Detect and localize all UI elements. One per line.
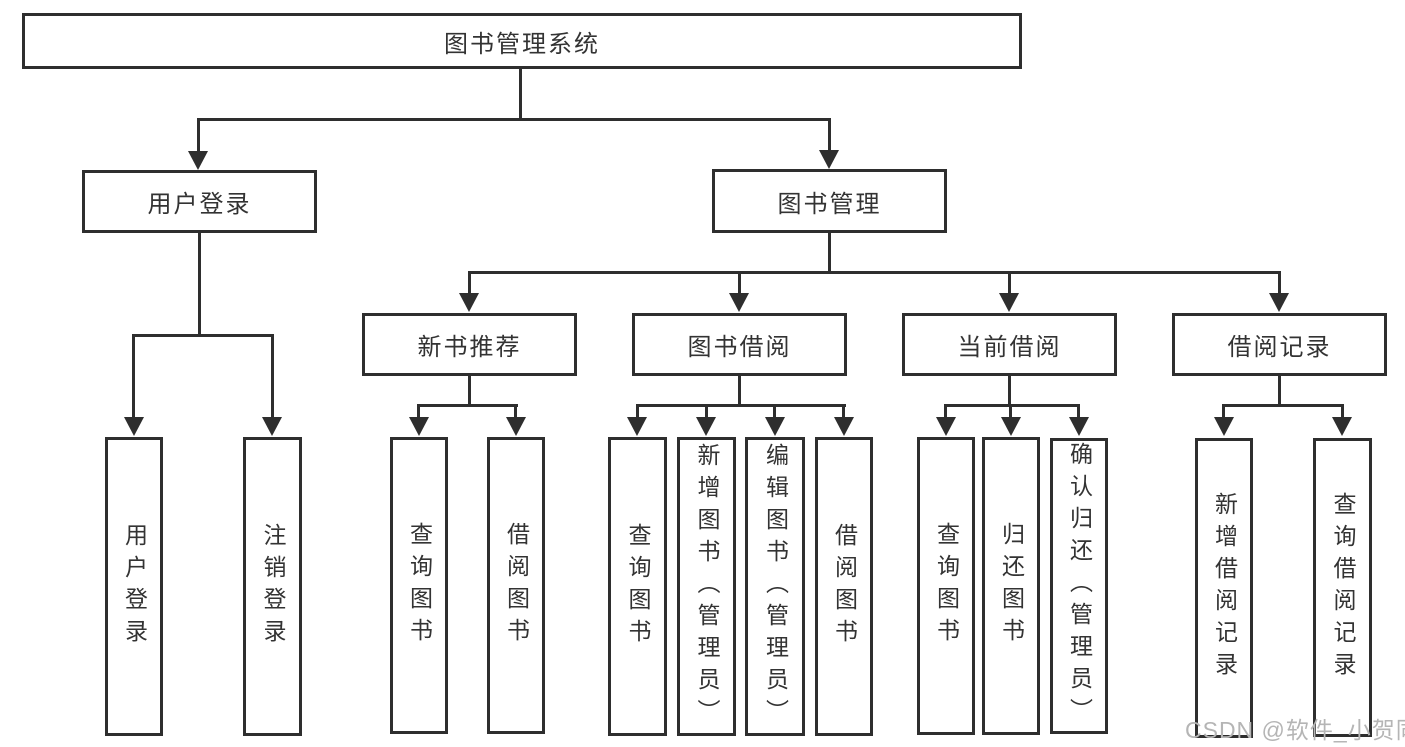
arrowhead-br-add [1214,417,1234,436]
connector-book-borrow-stub-2 [705,404,708,418]
arrowhead-br-query [1332,417,1352,436]
arrowhead-to-book-borrow [729,293,749,312]
connector-book-mgmt-stub-1 [468,271,471,294]
leaf-cb-confirm-return-admin-label: 确认归还（管理员） [1066,442,1093,730]
leaf-bb-borrow-books: 借阅图书 [815,437,873,736]
leaf-logout-label: 注销登录 [260,522,286,651]
arrowhead-cb-return [1001,417,1021,436]
node-current-borrow-label: 当前借阅 [957,334,1062,361]
node-book-borrow: 图书借阅 [632,313,847,376]
arrowhead-to-logout-leaf [262,417,282,436]
connector-book-mgmt-stub-4 [1278,271,1281,294]
node-new-book-recommend-label: 新书推荐 [417,334,522,361]
leaf-bb-add-books-admin-label: 新增图书（管理员） [694,442,720,731]
arrowhead-bb-add [696,417,716,436]
node-user-login-label: 用户登录 [147,191,252,218]
connector-root-stub-right [828,118,831,153]
node-current-borrow: 当前借阅 [902,313,1117,376]
arrowhead-cb-query [936,417,956,436]
connector-new-book-rail [417,404,518,407]
connector-user-login-stub-2 [271,334,274,418]
connector-book-borrow-stub-3 [773,404,776,418]
leaf-bb-query-books: 查询图书 [608,437,667,736]
node-book-management-label: 图书管理 [777,190,882,218]
arrowhead-nb-borrow [506,417,526,436]
connector-book-mgmt-stub-2 [738,271,741,294]
leaf-user-login: 用户登录 [105,437,163,736]
node-root: 图书管理系统 [22,13,1022,69]
leaf-nb-query-books: 查询图书 [390,437,448,734]
leaf-br-query-record-label: 查询借阅记录 [1330,491,1356,684]
connector-user-login-drop [198,233,201,336]
node-new-book-recommend: 新书推荐 [362,313,577,376]
connector-book-mgmt-drop [828,233,831,273]
connector-root-stub-left [197,118,200,154]
leaf-bb-edit-books-admin: 编辑图书（管理员） [745,437,805,736]
connector-borrow-records-drop [1278,376,1281,406]
connector-root-drop [519,69,522,120]
connector-root-rail [197,118,831,121]
connector-book-mgmt-rail [468,271,1281,274]
connector-new-book-stub-2 [514,404,517,418]
connector-book-borrow-stub-4 [842,404,845,418]
arrowhead-bb-borrow [834,417,854,436]
connector-current-borrow-drop [1008,376,1011,406]
connector-user-login-rail [132,334,274,337]
node-borrow-records: 借阅记录 [1172,313,1387,376]
arrowhead-cb-confirm [1069,417,1089,436]
leaf-cb-query-books-label: 查询图书 [933,522,960,650]
arrowhead-to-current-borrow [999,293,1019,312]
connector-new-book-drop [468,376,471,406]
leaf-cb-return-books-label: 归还图书 [998,522,1025,650]
leaf-user-login-label: 用户登录 [121,522,148,651]
node-root-label: 图书管理系统 [444,30,600,58]
leaf-br-query-record: 查询借阅记录 [1313,438,1372,737]
arrowhead-to-book-management [819,150,839,169]
arrowhead-nb-query [409,417,429,436]
connector-new-book-stub-1 [417,404,420,418]
node-book-borrow-label: 图书借阅 [687,334,792,361]
leaf-nb-borrow-books-label: 借阅图书 [503,521,530,650]
connector-current-borrow-stub-1 [944,404,947,418]
connector-book-borrow-stub-1 [636,404,639,418]
node-user-login: 用户登录 [82,170,317,233]
connector-borrow-records-stub-1 [1222,404,1225,418]
connector-borrow-records-stub-2 [1341,404,1344,418]
arrowhead-to-login-leaf [124,417,144,436]
leaf-bb-edit-books-admin-label: 编辑图书（管理员） [762,442,789,731]
leaf-br-add-record-label: 新增借阅记录 [1211,492,1238,684]
node-book-management: 图书管理 [712,169,947,233]
leaf-bb-borrow-books-label: 借阅图书 [831,522,858,651]
arrowhead-to-user-login [188,151,208,170]
connector-current-borrow-stub-2 [1009,404,1012,418]
leaf-nb-borrow-books: 借阅图书 [487,437,545,734]
node-borrow-records-label: 借阅记录 [1227,334,1332,361]
leaf-bb-query-books-label: 查询图书 [625,522,651,651]
leaf-cb-return-books: 归还图书 [982,437,1040,735]
arrowhead-to-new-book [459,293,479,312]
connector-current-borrow-stub-3 [1077,404,1080,418]
connector-user-login-stub-1 [132,334,135,418]
leaf-br-add-record: 新增借阅记录 [1195,438,1253,738]
leaf-cb-query-books: 查询图书 [917,437,975,735]
arrowhead-bb-edit [765,417,785,436]
leaf-logout: 注销登录 [243,437,302,736]
leaf-nb-query-books-label: 查询图书 [406,521,433,650]
leaf-cb-confirm-return-admin: 确认归还（管理员） [1050,438,1108,734]
connector-book-mgmt-stub-3 [1008,271,1011,294]
connector-book-borrow-rail [636,404,846,407]
connector-current-borrow-rail [944,404,1080,407]
arrowhead-bb-query [627,417,647,436]
connector-book-borrow-drop [738,376,741,406]
arrowhead-to-borrow-records [1269,293,1289,312]
csdn-watermark: CSDN @软件_小贺同学 [1185,717,1405,743]
connector-borrow-records-rail [1222,404,1344,407]
leaf-bb-add-books-admin: 新增图书（管理员） [677,437,736,736]
